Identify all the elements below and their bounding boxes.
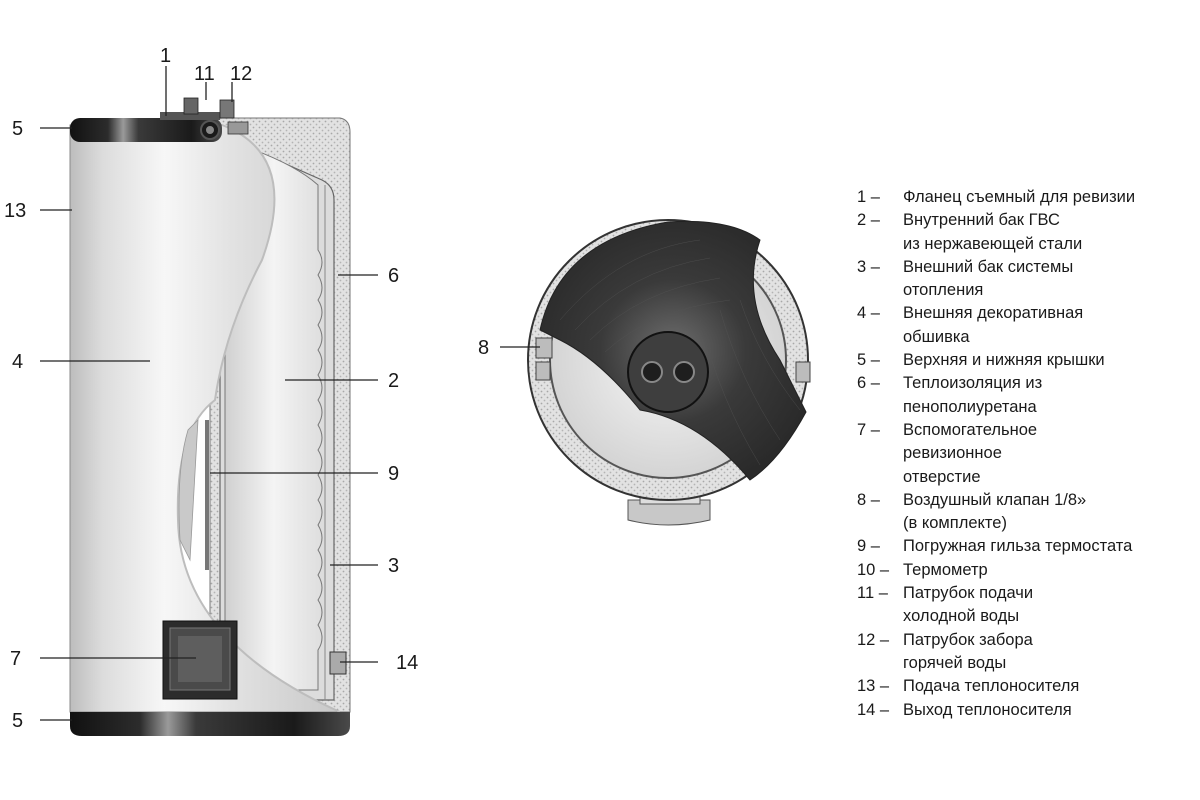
tank-side-view [69,97,351,736]
legend-number: 7 – [857,420,880,439]
legend-item: 8 – Воздушный клапан 1/8» (в комплекте) [857,489,1197,536]
legend-item: 4 – Внешняя декоративная обшивка [857,302,1197,349]
legend-number: 1 – [857,188,880,206]
legend-number: 6 – [857,374,880,393]
legend-text: Термометр [903,560,988,579]
callout-8: 8 [478,337,489,359]
legend-number: 10 – [857,560,890,579]
legend-text: Вспомогательное ревизионное отверстие [903,420,1038,486]
top-view-flange [627,331,709,413]
legend-number: 13 – [857,677,890,696]
hot-water-pipe [219,99,235,119]
legend-text: Выход теплоносителя [903,700,1072,719]
legend-number: 4 – [857,304,880,323]
legend-item: 10 – Термометр [857,559,1197,582]
legend-number: 8 – [857,490,880,509]
callout-6: 6 [388,265,399,287]
legend-text: Подача теплоносителя [903,677,1080,696]
legend-text: Фланец съемный для ревизии [903,188,1136,206]
legend-text: Теплоизоляция из пенополиуретана [903,374,1043,416]
legend-number: 14 – [857,700,890,719]
legend-number: 3 – [857,257,880,276]
callout-9: 9 [388,463,399,485]
legend-text: Внутренний бак ГВС из нержавеющей стали [903,211,1083,253]
bottom-cap [70,712,350,736]
legend-number: 9 – [857,537,880,556]
inspection-hatch [162,620,238,700]
callout-7: 7 [10,648,21,670]
top-cap [70,118,222,142]
heating-outlet-fitting [329,651,347,675]
callout-4: 4 [12,351,23,373]
callout-2: 2 [388,370,399,392]
legend-item: 12 – Патрубок забора горячей воды [857,629,1197,676]
callout-3: 3 [388,555,399,577]
tank-top-view [527,219,811,526]
callout-11: 11 [194,63,215,85]
legend-number: 11 – [857,584,888,603]
legend-number: 2 – [857,211,880,230]
legend-number: 5 – [857,351,880,370]
legend-text: Воздушный клапан 1/8» (в комплекте) [903,490,1087,533]
callout-12: 12 [230,63,252,85]
callout-1: 1 [160,45,171,67]
legend-item: 7 – Вспомогательное ревизионное отверстие [857,419,1197,489]
legend: 1 – Фланец съемный для ревизии 2 – Внутренн… [857,186,1197,722]
legend-text: Патрубок забора горячей воды [903,630,1033,672]
legend-item: 5 – Верхняя и нижняя крышки [857,349,1197,372]
legend-item: 9 – Погружная гильза термостата [857,535,1197,558]
legend-item: 1 – Фланец съемный для ревизии [857,186,1197,209]
cold-water-pipe [183,97,199,115]
legend-item: 14 – Выход теплоносителя [857,699,1197,722]
legend-text: Верхняя и нижняя крышки [903,351,1105,370]
legend-text: Внешняя декоративная обшивка [903,304,1084,346]
callout-5-bottom: 5 [12,710,23,732]
top-view-port-hot [673,361,695,383]
callout-5-top: 5 [12,118,23,140]
legend-item: 11 – Патрубок подачи холодной воды [857,582,1197,629]
legend-item: 13 – Подача теплоносителя [857,675,1197,698]
legend-item: 6 – Теплоизоляция из пенополиуретана [857,372,1197,419]
top-view-port-cold [641,361,663,383]
legend-text: Погружная гильза термостата [903,537,1133,556]
callout-13: 13 [4,200,26,222]
legend-text: Внешний бак системы отопления [903,257,1074,300]
legend-item: 3 – Внешний бак системы отопления [857,256,1197,303]
legend-text: Патрубок подачи холодной воды [903,584,1034,626]
legend-item: 2 – Внутренний бак ГВС из нержавеющей ста… [857,209,1197,256]
callout-14: 14 [396,652,418,674]
leader-lines [40,66,540,721]
inspection-flange [160,112,220,120]
air-valve [535,337,553,359]
legend-number: 12 – [857,630,890,649]
